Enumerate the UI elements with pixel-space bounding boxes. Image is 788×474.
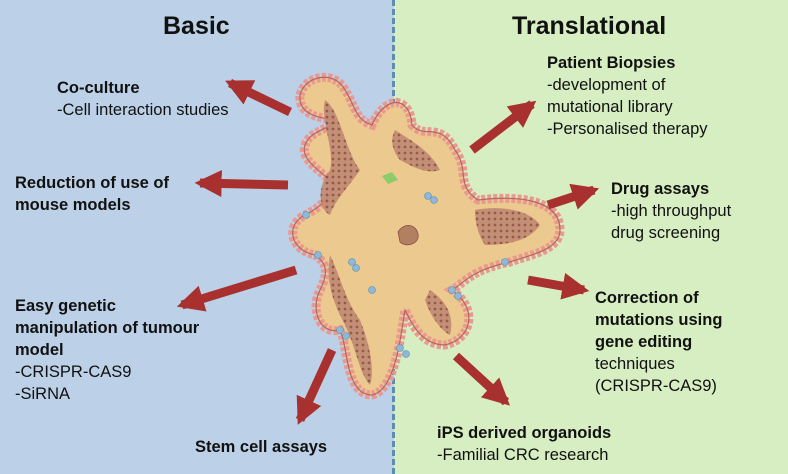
heading-basic: Basic [163,12,230,40]
arrow-genetic [176,265,298,312]
item-coculture: Co-culture -Cell interaction studies [57,77,229,121]
arrow-reduction [194,169,289,197]
item-line: -Personalised therapy [547,120,708,138]
heading-translational: Translational [512,12,667,40]
item-title: gene editing [595,333,693,351]
arrows [176,78,600,425]
crypt-region [320,100,360,215]
arrow-coculture [225,78,292,117]
item-drug-assays: Drug assays -high throughput drug screen… [611,178,731,244]
green-cell [382,172,398,184]
item-stem-cell: Stem cell assays [195,436,327,458]
item-correction: Correction of mutations using gene editi… [595,287,722,397]
item-line: techniques [595,355,675,373]
item-line: -CRISPR-CAS9 [15,363,132,381]
item-line: -high throughput [611,202,732,220]
item-title: iPS derived organoids [437,424,612,442]
item-line: -Familial CRC research [437,446,609,464]
crypt-region [328,255,372,385]
arrow-correction [527,272,590,300]
crypt-region [475,208,540,245]
item-line: drug screening [611,224,721,242]
crypt-region [425,290,452,335]
item-title: Stem cell assays [195,438,328,456]
lumen-debris [397,225,419,246]
organoid-illustration [288,72,565,400]
arrow-stem [295,348,337,425]
item-title: Patient Biopsies [547,54,676,72]
item-line: -development of [547,76,666,94]
item-line: -SiRNA [15,385,71,403]
item-biopsies: Patient Biopsies -development of mutatio… [547,52,708,140]
item-line: (CRISPR-CAS9) [595,377,717,395]
arrow-ips [452,352,510,406]
item-ips: iPS derived organoids -Familial CRC rese… [437,422,611,466]
arrow-biopsies [469,100,537,154]
blue-cells [302,192,509,358]
arrow-drug [546,183,600,210]
crypt-region [392,130,440,172]
item-title: Drug assays [611,180,710,198]
item-title: Correction of [595,289,699,307]
item-title: model [15,341,64,359]
item-genetic: Easy genetic manipulation of tumour mode… [15,295,199,405]
item-title: Easy genetic [15,297,116,315]
item-title: manipulation of tumour [15,319,200,337]
item-title: mouse models [15,196,131,214]
item-title: mutations using [595,311,723,329]
item-line: -Cell interaction studies [57,101,229,119]
item-reduction: Reduction of use of mouse models [15,172,169,216]
item-title: Reduction of use of [15,174,169,192]
item-line: mutational library [547,98,673,116]
item-title: Co-culture [57,79,140,97]
